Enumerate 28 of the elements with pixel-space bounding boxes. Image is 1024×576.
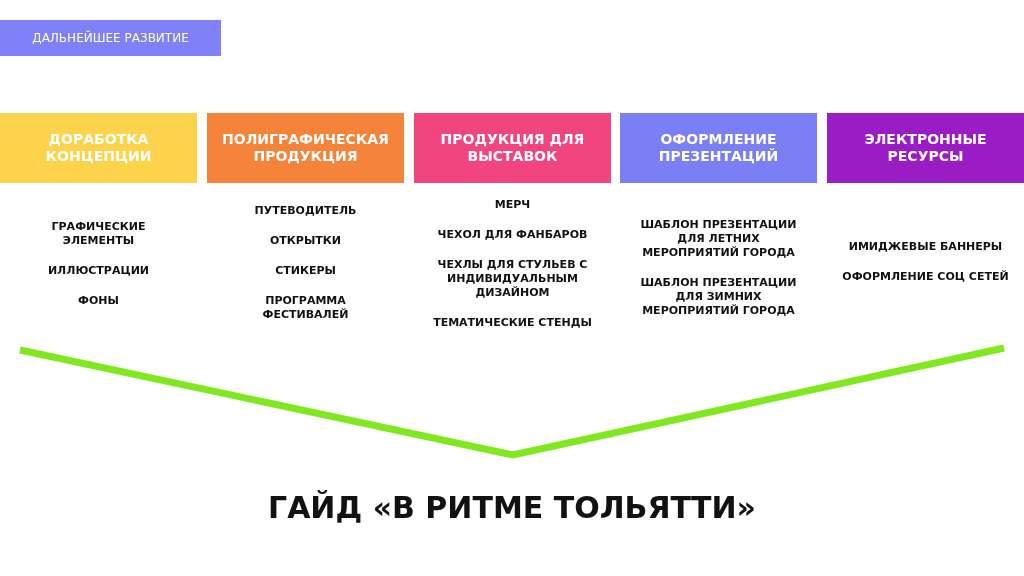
category-title: ДОРАБОТКА КОНЦЕПЦИИ <box>44 131 153 165</box>
tag-text: ДАЛЬНЕЙШЕЕ РАЗВИТИЕ <box>32 29 189 47</box>
category-box <box>0 113 197 183</box>
list-item: ФОНЫ <box>77 294 120 308</box>
category-box <box>414 113 611 183</box>
category-title: ЭЛЕКТРОННЫЕ РЕСУРСЫ <box>863 131 988 165</box>
category-title: ПОЛИГРАФИЧЕСКАЯ ПРОДУКЦИЯ <box>221 131 390 165</box>
caption: ГАЙД «В РИТМЕ ТОЛЬЯТТИ» <box>267 490 757 525</box>
category-title: ОФОРМЛЕНИЕ ПРЕЗЕНТАЦИЙ <box>657 131 780 165</box>
category-box <box>207 113 404 183</box>
list-item: ИМИДЖЕВЫЕ БАННЕРЫ <box>847 240 1004 254</box>
list-item: ГРАФИЧЕСКИЕ ЭЛЕМЕНТЫ <box>50 220 147 248</box>
list-item: ПРОГРАММА ФЕСТИВАЛЕЙ <box>261 294 350 322</box>
list-item: ТЕМАТИЧЕСКИЕ СТЕНДЫ <box>432 316 593 330</box>
category-box <box>827 113 1024 183</box>
list-item: ПУТЕВОДИТЕЛЬ <box>253 204 358 218</box>
section-tag <box>0 20 221 56</box>
list-item: ЧЕХОЛ ДЛЯ ФАНБАРОВ <box>436 228 589 242</box>
list-item: ШАБЛОН ПРЕЗЕНТАЦИИ ДЛЯ ЛЕТНИХ МЕРОПРИЯТИЙ ГОРОДА <box>639 218 798 260</box>
list-item: ИЛЛЮСТРАЦИИ <box>46 264 151 278</box>
list-item: ШАБЛОН ПРЕЗЕНТАЦИИ ДЛЯ ЗИМНИХ МЕРОПРИЯТИЙ ГОРОДА <box>639 276 798 318</box>
category-box <box>620 113 817 183</box>
list-item: ОТКРЫТКИ <box>269 234 342 248</box>
category-title: ПРОДУКЦИЯ ДЛЯ ВЫСТАВОК <box>439 131 586 165</box>
list-item: ОФОРМЛЕНИЕ СОЦ СЕТЕЙ <box>842 270 1009 284</box>
list-item: СТИКЕРЫ <box>274 264 337 278</box>
list-item: МЕРЧ <box>493 198 532 212</box>
list-item: ЧЕХЛЫ ДЛЯ СТУЛЬЕВ С ИНДИВИДУАЛЬНЫМ ДИЗАЙНОМ <box>436 258 589 300</box>
